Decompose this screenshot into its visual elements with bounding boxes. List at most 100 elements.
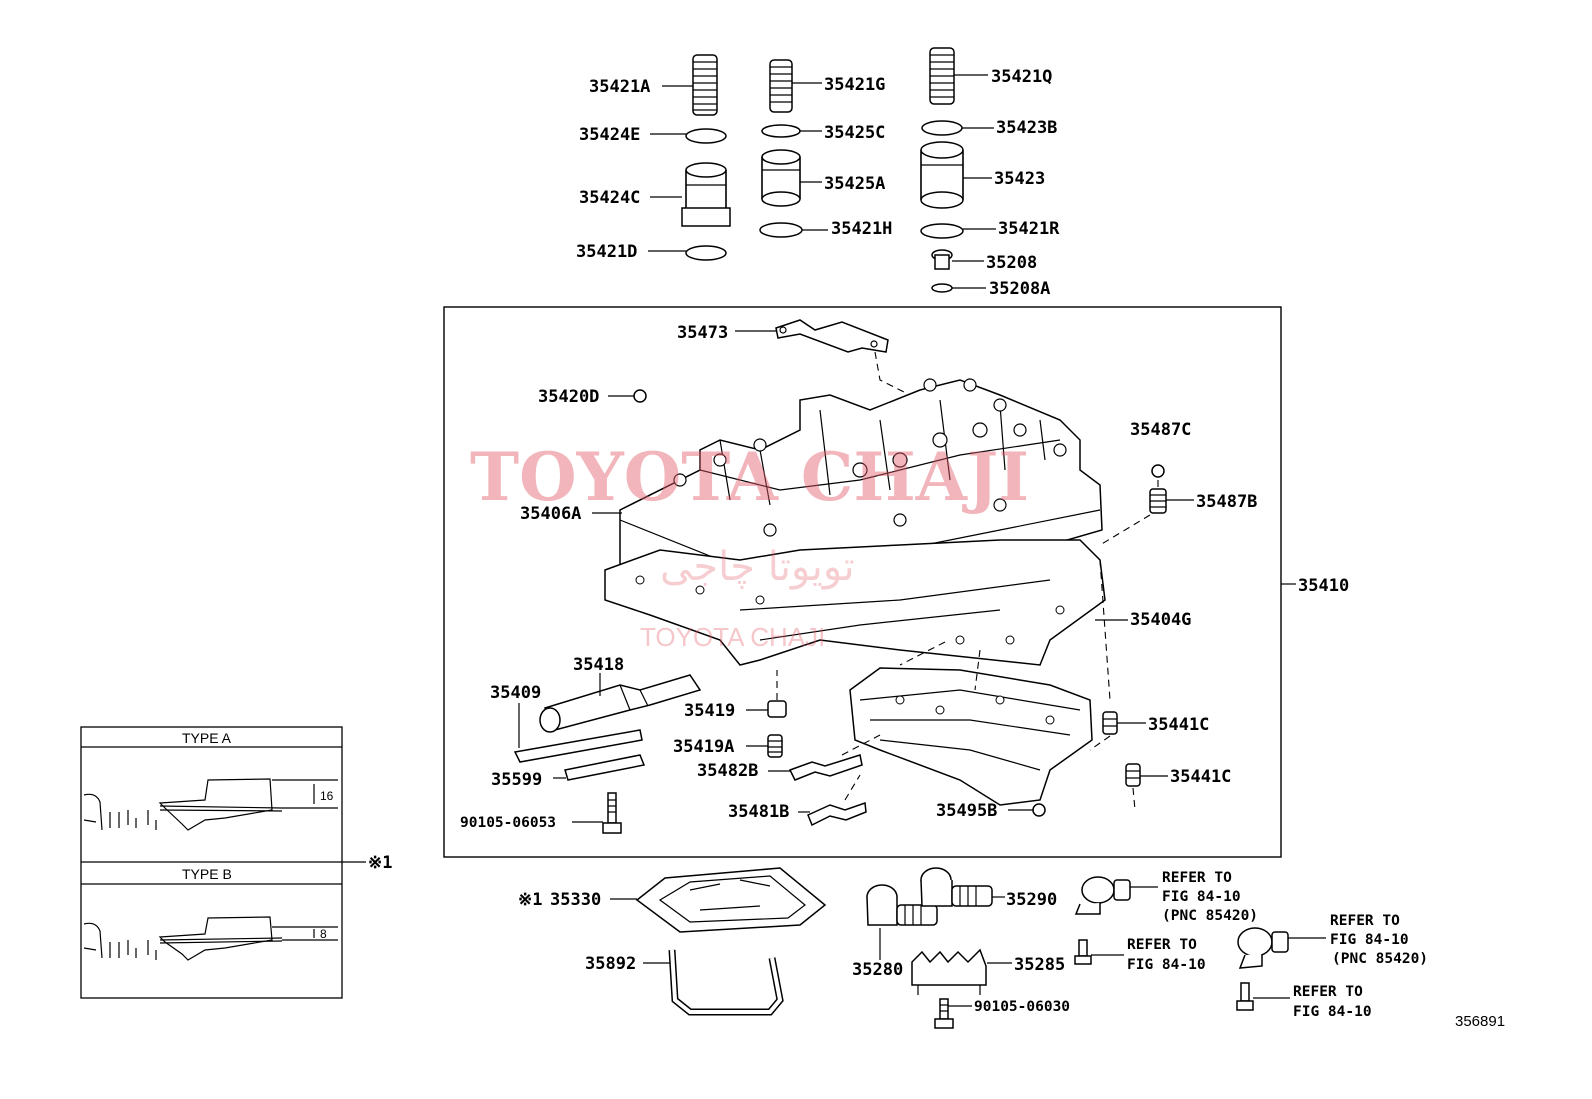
spring-35421G (769, 59, 793, 113)
oring-35421D (685, 245, 727, 261)
clip-35482B (788, 754, 863, 781)
bolt-90105-06053 (602, 792, 622, 834)
assembly-frame-35410 (443, 306, 1282, 858)
label-35421R: 35421R (998, 219, 1060, 239)
svg-text:REFER TO: REFER TO (1293, 984, 1363, 1000)
label-35599: 35599 (491, 770, 542, 790)
label-35419A: 35419A (673, 737, 734, 757)
top-valve-parts (681, 47, 964, 293)
refer-note-3: REFER TO FIG 84-10 (1127, 937, 1206, 973)
separator-plate-35404G (604, 539, 1106, 666)
refer-note-4: REFER TO FIG 84-10 (1293, 984, 1372, 1020)
label-35425A: 35425A (824, 174, 885, 194)
plug-35208 (931, 249, 953, 270)
svg-text:FIG 84-10: FIG 84-10 (1127, 957, 1206, 973)
label-35481B: 35481B (728, 802, 789, 822)
filter-35441C-upper (1102, 711, 1118, 735)
label-35418: 35418 (573, 655, 624, 675)
filter-35441C-lower (1125, 763, 1141, 787)
label-35290: 35290 (1006, 890, 1057, 910)
svg-text:FIG 84-10: FIG 84-10 (1162, 889, 1241, 905)
solenoid-pnc-85420-a (1074, 876, 1131, 915)
oring-35425C (761, 124, 801, 138)
label-35409: 35409 (490, 683, 541, 703)
figure-number: 356891 (1455, 1013, 1505, 1030)
type-inset: TYPE A TYPE B 16 8 (80, 726, 343, 999)
sleeve-35425A (761, 149, 801, 207)
ball-35420D (633, 389, 647, 403)
sleeve-35424C (681, 162, 731, 227)
label-35404G: 35404G (1130, 610, 1191, 630)
label-35425C: 35425C (824, 123, 885, 143)
retainer-35599 (513, 729, 646, 781)
watermark-main: TOYOTA CHAJI (470, 438, 1029, 516)
oil-pan-35330 (635, 867, 827, 933)
bracket-35285 (911, 948, 987, 995)
svg-text:FIG 84-10: FIG 84-10 (1330, 932, 1409, 948)
label-35892: 35892 (585, 954, 636, 974)
oring-35421R (920, 223, 964, 239)
oring-35421H (759, 222, 803, 238)
type-b-dimension: 8 (320, 927, 327, 941)
label-35482B: 35482B (697, 761, 758, 781)
label-35421H: 35421H (831, 219, 892, 239)
note-mark-35330: ※1 (518, 890, 542, 910)
solenoid-pnc-85420-b (1237, 927, 1289, 969)
label-35423B: 35423B (996, 118, 1057, 138)
label-35424E: 35424E (579, 125, 640, 145)
label-35280: 35280 (852, 960, 903, 980)
svg-text:REFER TO: REFER TO (1162, 870, 1232, 886)
label-35421D: 35421D (576, 242, 637, 262)
label-90105-06053: 90105-06053 (460, 815, 556, 831)
type-b-title: TYPE B (182, 866, 232, 882)
label-35421G: 35421G (824, 75, 885, 95)
oring-35423B (921, 120, 963, 136)
label-35406A: 35406A (520, 504, 581, 524)
spring-35421A (692, 54, 718, 116)
solenoid-35290 (920, 867, 993, 907)
type-a-dimension: 16 (320, 789, 334, 803)
bolt-refer-fig-84-10-b (1236, 982, 1254, 1011)
label-35495B: 35495B (936, 801, 997, 821)
label-35421A: 35421A (589, 77, 650, 97)
label-35419: 35419 (684, 701, 735, 721)
spring-35487B (1149, 488, 1167, 514)
spring-35419A (767, 734, 783, 758)
label-35424C: 35424C (579, 188, 640, 208)
label-35208A: 35208A (989, 279, 1050, 299)
lower-valve-body (849, 667, 1093, 806)
label-35410: 35410 (1298, 576, 1349, 596)
refer-note-2: REFER TO FIG 84-10 (PNC 85420) (1330, 913, 1428, 967)
label-35441C-lower: 35441C (1170, 767, 1231, 787)
type-a-title: TYPE A (182, 730, 232, 746)
watermark-arabic: تويوتا چاجی (660, 544, 855, 590)
label-35208: 35208 (986, 253, 1037, 273)
svg-text:FIG 84-10: FIG 84-10 (1293, 1004, 1372, 1020)
label-35487B: 35487B (1196, 492, 1257, 512)
label-35420D: 35420D (538, 387, 599, 407)
sleeve-35423 (920, 141, 964, 209)
label-35421Q: 35421Q (991, 67, 1052, 87)
svg-text:REFER TO: REFER TO (1127, 937, 1197, 953)
bolt-refer-fig-84-10-a (1074, 939, 1092, 965)
clip-35481B (807, 801, 867, 827)
label-35473: 35473 (677, 323, 728, 343)
label-35285: 35285 (1014, 955, 1065, 975)
svg-text:REFER TO: REFER TO (1330, 913, 1400, 929)
tube-35892 (670, 949, 783, 1014)
bolt-90105-06030 (934, 998, 954, 1029)
label-90105-06030: 90105-06030 (974, 999, 1070, 1015)
solenoid-35280 (866, 884, 938, 926)
ball-35495B (1032, 803, 1046, 817)
spring-35421Q (929, 47, 955, 105)
oring-35424E (685, 128, 727, 144)
plate-35473 (775, 319, 889, 353)
ball-35487C (1151, 464, 1165, 478)
valve-35418 (539, 674, 702, 733)
filter-35419 (767, 700, 787, 718)
svg-text:(PNC 85420): (PNC 85420) (1332, 951, 1428, 967)
label-35441C-upper: 35441C (1148, 715, 1209, 735)
refer-note-1: REFER TO FIG 84-10 (PNC 85420) (1162, 870, 1258, 924)
label-35330: 35330 (550, 890, 601, 910)
